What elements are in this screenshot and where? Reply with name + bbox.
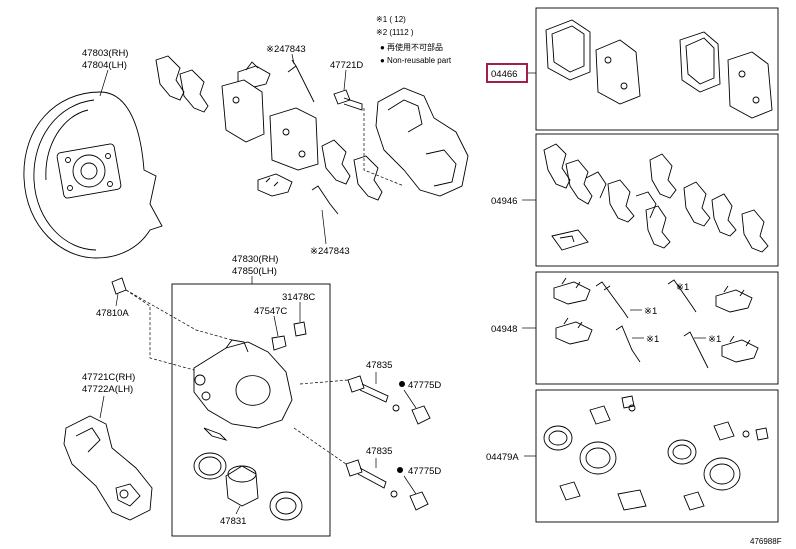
- label-47775d-bottom[interactable]: 47775D: [408, 466, 441, 477]
- label-47721c[interactable]: 47721C(RH): [82, 372, 135, 383]
- non-reusable-dot: [397, 467, 403, 473]
- kit-box-04946: [535, 133, 779, 267]
- label-47804[interactable]: 47804(LH): [82, 60, 127, 71]
- kit-box-04479a: [535, 389, 779, 523]
- label-04948[interactable]: 04948: [491, 324, 517, 335]
- pad-area-top: ※247843 47721D ※247843: [155, 44, 383, 257]
- non-reusable-dot: [399, 381, 405, 387]
- label-47831[interactable]: 47831: [220, 516, 246, 527]
- label-47775d-top[interactable]: 47775D: [408, 380, 441, 391]
- legend-line-1: ※1 ( 12): [376, 15, 406, 24]
- caliper-mount-top: [363, 87, 469, 197]
- label-04479a[interactable]: 04479A: [486, 452, 519, 463]
- legend-line-3: ● 再使用不可部品: [380, 42, 443, 52]
- highlight-04466: [486, 63, 528, 83]
- label-47810a[interactable]: 47810A: [96, 308, 129, 319]
- diagram-code: 476988F: [750, 537, 782, 546]
- label-x1-b: ※1: [676, 282, 689, 293]
- label-47835-bottom[interactable]: 47835: [366, 446, 392, 457]
- left-lower-group: 47810A 47721C(RH) 47722A(LH): [63, 277, 233, 521]
- caliper-assembly-group: 47830(RH) 47850(LH) 31478C 47547C 47831: [171, 254, 331, 537]
- label-47547c[interactable]: 47547C: [254, 306, 287, 317]
- label-47835-top[interactable]: 47835: [366, 360, 392, 371]
- label-47721d[interactable]: 47721D: [330, 60, 363, 71]
- label-04466[interactable]: 04466: [491, 69, 517, 80]
- label-31478c[interactable]: 31478C: [282, 292, 315, 303]
- label-x1-a: ※1: [644, 306, 657, 317]
- dust-shield-drawing: [23, 91, 163, 259]
- kit-04946: 04946: [491, 133, 779, 267]
- legend-line-2: ※2 (1112 ): [376, 28, 414, 37]
- kit-04479a: 04479A: [486, 389, 779, 523]
- caliper-assembly-box: [171, 283, 331, 537]
- kit-box-04466: [535, 7, 779, 131]
- kit-04466: 04466: [486, 7, 779, 131]
- kit-04948: 04948 ※1 ※1 ※1 ※1: [491, 271, 779, 385]
- label-47850[interactable]: 47850(LH): [232, 266, 277, 277]
- label-47722a[interactable]: 47722A(LH): [82, 384, 133, 395]
- kit-box-04948: [535, 271, 779, 385]
- label-247843-bottom[interactable]: ※247843: [310, 246, 350, 257]
- label-47803[interactable]: 47803(RH): [82, 48, 128, 59]
- label-47830[interactable]: 47830(RH): [232, 254, 278, 265]
- label-x1-d: ※1: [708, 334, 721, 345]
- legend: ※1 ( 12) ※2 (1112 ) ● 再使用不可部品 ● Non-reus…: [376, 15, 452, 65]
- guide-pins-group: 47835 47775D 47835 47775D: [293, 360, 441, 511]
- legend-line-4: ● Non-reusable part: [380, 56, 452, 65]
- dust-shield-group: 47803(RH) 47804(LH): [23, 48, 163, 259]
- label-x1-c: ※1: [646, 334, 659, 345]
- label-247843-top[interactable]: ※247843: [266, 44, 306, 55]
- label-04946[interactable]: 04946: [491, 196, 517, 207]
